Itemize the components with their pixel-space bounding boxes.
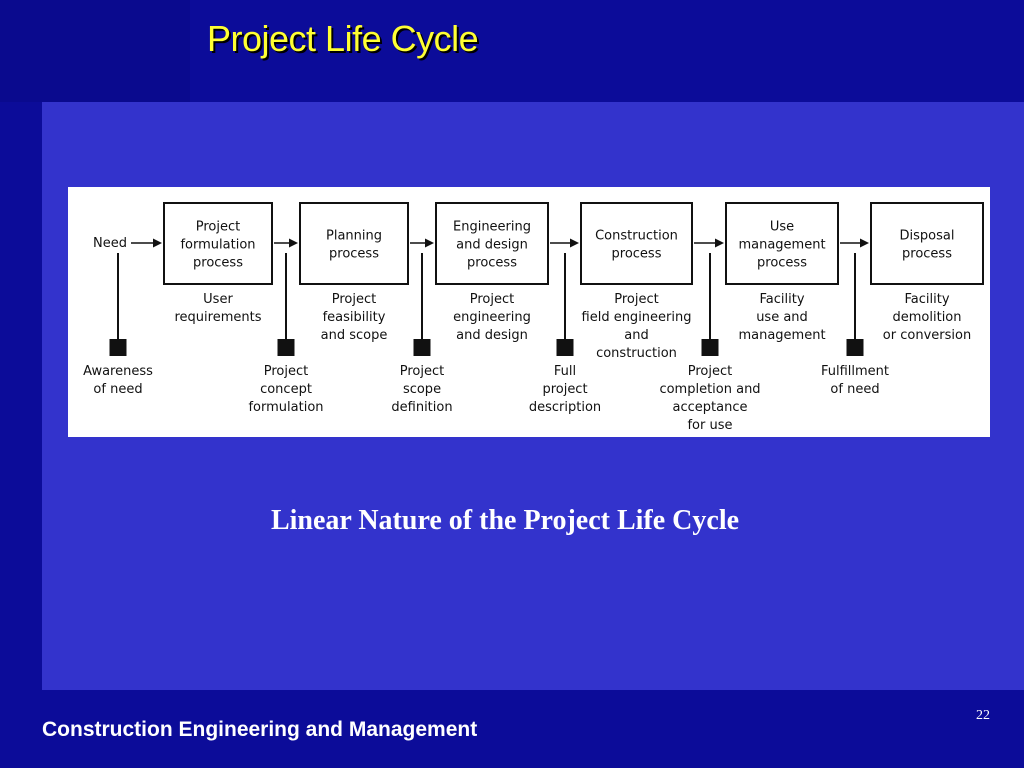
stage-arrow-head bbox=[860, 238, 869, 248]
stage-output-label: construction bbox=[596, 346, 677, 361]
milestone-marker bbox=[109, 339, 127, 356]
process-box-label: formulation bbox=[180, 238, 255, 253]
process-box bbox=[299, 202, 409, 285]
process-box-label: Engineering bbox=[453, 220, 531, 235]
stage-output-label: feasibility bbox=[323, 310, 386, 325]
stage-output-label: or conversion bbox=[883, 328, 971, 343]
stage-output-label: and bbox=[624, 328, 648, 343]
milestone-label: description bbox=[529, 400, 601, 415]
process-box-label: process bbox=[757, 256, 807, 271]
process-box bbox=[435, 202, 549, 285]
milestone-label: of need bbox=[830, 382, 879, 397]
process-box-label: process bbox=[467, 256, 517, 271]
milestone-label: scope bbox=[403, 382, 441, 397]
process-box bbox=[580, 202, 693, 285]
process-box-label: process bbox=[329, 247, 379, 262]
stage-output-label: Facility bbox=[759, 292, 804, 307]
stage-output-label: use and bbox=[756, 310, 808, 325]
stage-arrow-head bbox=[570, 238, 579, 248]
need-arrow-head bbox=[153, 238, 162, 248]
milestone-marker bbox=[846, 339, 864, 356]
milestone-label: Project bbox=[688, 364, 732, 379]
need-label: Need bbox=[93, 236, 127, 251]
slide-title: Project Life Cycle bbox=[207, 18, 479, 59]
stage-output-label: management bbox=[738, 328, 825, 343]
milestone-label: acceptance bbox=[673, 400, 748, 415]
milestone-label: formulation bbox=[248, 400, 323, 415]
process-box-label: Use bbox=[770, 220, 794, 235]
process-box-label: process bbox=[612, 247, 662, 262]
process-box-label: process bbox=[193, 256, 243, 271]
milestone-label: for use bbox=[687, 418, 732, 433]
process-box-label: and design bbox=[456, 238, 528, 253]
stage-output-label: Project bbox=[614, 292, 658, 307]
milestone-label: Project bbox=[400, 364, 444, 379]
process-box bbox=[163, 202, 273, 285]
stage-output-label: and scope bbox=[321, 328, 388, 343]
milestone-label: Full bbox=[554, 364, 576, 379]
stage-output-label: demolition bbox=[893, 310, 962, 325]
process-box-label: management bbox=[738, 238, 825, 253]
process-box-label: Construction bbox=[595, 229, 678, 244]
footer-course-title: Construction Engineering and Management bbox=[42, 718, 478, 741]
figure-caption: Linear Nature of the Project Life Cycle bbox=[270, 505, 740, 536]
process-box bbox=[725, 202, 839, 285]
process-box-label: Planning bbox=[326, 229, 382, 244]
stage-output-label: engineering bbox=[453, 310, 531, 325]
process-box-label: process bbox=[902, 247, 952, 262]
milestone-label: completion and bbox=[659, 382, 760, 397]
process-box-label: Disposal bbox=[900, 229, 955, 244]
stage-arrow-head bbox=[715, 238, 724, 248]
stage-output-label: requirements bbox=[175, 310, 262, 325]
stage-output-label: Project bbox=[332, 292, 376, 307]
milestone-marker bbox=[556, 339, 574, 356]
stage-arrow-head bbox=[425, 238, 434, 248]
milestone-label: Fulfillment bbox=[821, 364, 889, 379]
process-box bbox=[870, 202, 984, 285]
milestone-marker bbox=[413, 339, 431, 356]
milestone-label: concept bbox=[260, 382, 312, 397]
stage-output-label: and design bbox=[456, 328, 528, 343]
milestone-marker bbox=[277, 339, 295, 356]
milestone-label: Project bbox=[264, 364, 308, 379]
milestone-label: definition bbox=[391, 400, 452, 415]
milestone-label: of need bbox=[93, 382, 142, 397]
stage-output-label: field engineering bbox=[582, 310, 692, 325]
page-number: 22 bbox=[976, 708, 990, 723]
stage-output-label: Project bbox=[470, 292, 514, 307]
stage-output-label: User bbox=[203, 292, 233, 307]
stage-output-label: Facility bbox=[904, 292, 949, 307]
milestone-label: Awareness bbox=[83, 364, 153, 379]
stage-arrow-head bbox=[289, 238, 298, 248]
diagram-canvas: NeedProjectformulationprocessUserrequire… bbox=[83, 202, 984, 433]
milestone-marker bbox=[701, 339, 719, 356]
process-box-label: Project bbox=[196, 220, 240, 235]
title-corner-block bbox=[0, 0, 190, 102]
milestone-label: project bbox=[542, 382, 587, 397]
